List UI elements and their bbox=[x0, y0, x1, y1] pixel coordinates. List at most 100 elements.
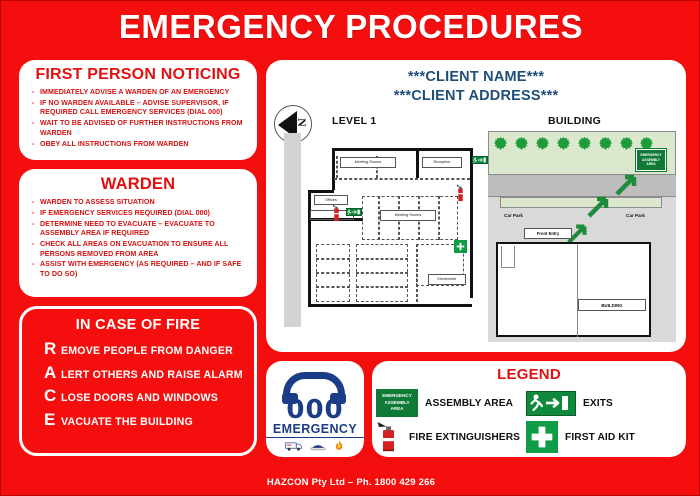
race-letter: E bbox=[44, 409, 56, 429]
race-text: LERT OTHERS AND RAISE ALARM bbox=[61, 368, 243, 381]
partition-dashed bbox=[420, 178, 470, 180]
police-icon bbox=[310, 444, 326, 450]
partition-dashed bbox=[336, 156, 338, 178]
first-aid-cross-icon bbox=[531, 426, 553, 448]
tree-icon bbox=[620, 137, 633, 150]
site-median-strip bbox=[500, 197, 662, 208]
warden-heading: WARDEN bbox=[100, 175, 176, 193]
list-item: OBEY ALL INSTRUCTIONS FROM WARDEN bbox=[31, 140, 251, 150]
list-item: CHECK ALL AREAS ON EVACUATION TO ENSURE … bbox=[31, 240, 251, 259]
tree-icon bbox=[536, 137, 549, 150]
first-aid-kit-icon bbox=[454, 240, 467, 253]
ambulance-icon bbox=[285, 441, 303, 451]
legend-item-first-aid-kit: FIRST AID KIT bbox=[526, 420, 684, 454]
list-item: WARDEN TO ASSESS SITUATION bbox=[31, 198, 251, 208]
assembly-line-1: EMERGENCY bbox=[382, 393, 412, 399]
room-label-offices: Offices bbox=[314, 195, 348, 205]
legend-grid: EMERGENCY ASSEMBLY AREA ASSEMBLY AREA bbox=[372, 383, 686, 454]
room-label-kitchenette: Kitchenette bbox=[428, 274, 466, 285]
first-aid-cross-icon bbox=[456, 242, 465, 251]
wall-right bbox=[470, 148, 473, 298]
tree-icon bbox=[640, 137, 653, 150]
partition-room-block bbox=[362, 196, 458, 240]
level-1-title: LEVEL 1 bbox=[332, 115, 377, 127]
wall-left-mid bbox=[308, 190, 311, 222]
fire-icon bbox=[335, 440, 343, 450]
wall-top bbox=[332, 148, 472, 151]
race-text: LOSE DOORS AND WINDOWS bbox=[61, 392, 219, 404]
fire-extinguisher-icon bbox=[456, 184, 463, 202]
list-item: IF EMERGENCY SERVICES REQUIRED (DIAL 000… bbox=[31, 209, 251, 219]
client-address: ***CLIENT ADDRESS*** bbox=[393, 88, 559, 104]
front-entry-label: Front Entry bbox=[524, 228, 572, 239]
legend-item-fire-extinguishers: FIRE EXTINGUISHERS bbox=[376, 420, 526, 454]
wall-left-upper bbox=[332, 148, 335, 190]
race-text: VACUATE THE BUILDING bbox=[61, 415, 193, 428]
partition-dashed bbox=[316, 286, 350, 288]
site-building-label: BUILDING bbox=[578, 299, 646, 311]
wall-bottom bbox=[308, 304, 472, 307]
exit-running-man-icon bbox=[473, 157, 486, 163]
room-label-meeting-rooms: Meeting Rooms bbox=[380, 210, 436, 221]
list-item: WAIT TO BE ADVISED OF FURTHER INSTRUCTIO… bbox=[31, 119, 251, 138]
legend-item-exits: EXITS bbox=[526, 386, 684, 420]
list-item: IMMEDIATELY ADVISE A WARDEN OF AN EMERGE… bbox=[31, 88, 251, 98]
site-building-outline: BUILDING bbox=[496, 242, 651, 337]
partition-dashed bbox=[378, 196, 380, 240]
floor-plan-panel: ***CLIENT NAME*** ***CLIENT ADDRESS*** N… bbox=[266, 60, 686, 352]
partition-dashed bbox=[356, 258, 408, 260]
exit-sign-icon bbox=[472, 156, 488, 164]
list-item: DETERMINE NEED TO EVACUATE – EVACUATE TO… bbox=[31, 220, 251, 239]
plan-grey-strip bbox=[284, 133, 301, 327]
partition-dashed bbox=[356, 286, 408, 288]
site-plan: BUILDING EMERGENCY ASSEMBLY AREA bbox=[488, 115, 678, 347]
car-park-label-right: Car Park bbox=[626, 213, 645, 218]
wall-reception-divider bbox=[416, 148, 419, 178]
wall-left-lower bbox=[308, 220, 311, 306]
emergency-number: 000 bbox=[286, 395, 344, 425]
partition-dashed bbox=[438, 196, 440, 240]
tree-icon bbox=[578, 137, 591, 150]
assembly-line-3: AREA bbox=[390, 406, 404, 412]
legend-item-assembly-area: EMERGENCY ASSEMBLY AREA ASSEMBLY AREA bbox=[376, 386, 526, 420]
compass-needle bbox=[278, 111, 297, 139]
partition-dashed bbox=[316, 258, 350, 260]
exit-sign-icon bbox=[526, 390, 576, 416]
race-heading: IN CASE OF FIRE bbox=[75, 317, 201, 333]
room-label-reception: Reception bbox=[422, 157, 462, 168]
list-item: IF NO WARDEN AVAILABLE – ADVISE SUPERVIS… bbox=[31, 99, 251, 118]
tree-icon bbox=[494, 137, 507, 150]
building-wing-left bbox=[498, 244, 578, 337]
race-letter: R bbox=[44, 339, 57, 358]
emergency-000-logo: 000 EMERGENCY bbox=[266, 361, 364, 457]
exit-sign-icon bbox=[346, 208, 362, 216]
assembly-line-3: AREA bbox=[646, 162, 656, 167]
race-text: EMOVE PEOPLE FROM DANGER bbox=[61, 345, 233, 357]
race-letter: A bbox=[44, 362, 57, 382]
race-list: R EMOVE PEOPLE FROM DANGER A LERT OTHERS… bbox=[22, 340, 254, 428]
partition-dashed bbox=[356, 272, 408, 274]
tree-icon bbox=[515, 137, 528, 150]
warden-card: WARDEN WARDEN TO ASSESS SITUATION IF EME… bbox=[19, 169, 257, 297]
assembly-line-2: ASSEMBLY bbox=[384, 399, 410, 405]
legend-label: FIRE EXTINGUISHERS bbox=[409, 431, 521, 443]
client-name: ***CLIENT NAME*** bbox=[407, 69, 545, 85]
warden-list: WARDEN TO ASSESS SITUATION IF EMERGENCY … bbox=[19, 198, 257, 280]
evacuation-arrow-icon bbox=[587, 196, 609, 218]
level-1-plan: LEVEL 1 bbox=[274, 115, 488, 347]
page-title: EMERGENCY PROCEDURES bbox=[118, 8, 584, 45]
assembly-area-sign-icon: EMERGENCY ASSEMBLY AREA bbox=[376, 389, 418, 417]
emergency-word: EMERGENCY bbox=[266, 422, 364, 438]
assembly-line-2: ASSEMBLY bbox=[641, 157, 660, 162]
partition-dashed bbox=[334, 178, 418, 180]
telephone-handset-icon bbox=[282, 372, 346, 404]
evacuation-arrow-icon bbox=[567, 224, 587, 244]
race-row: C LOSE DOORS AND WINDOWS bbox=[22, 387, 254, 404]
building-notch bbox=[501, 246, 515, 268]
emergency-000-logo-card: 000 EMERGENCY bbox=[266, 361, 364, 457]
legend-label: ASSEMBLY AREA bbox=[425, 397, 514, 409]
race-row: R EMOVE PEOPLE FROM DANGER bbox=[22, 340, 254, 357]
assembly-area-sign-icon: EMERGENCY ASSEMBLY AREA bbox=[635, 148, 667, 172]
fire-extinguisher-icon bbox=[377, 422, 394, 452]
